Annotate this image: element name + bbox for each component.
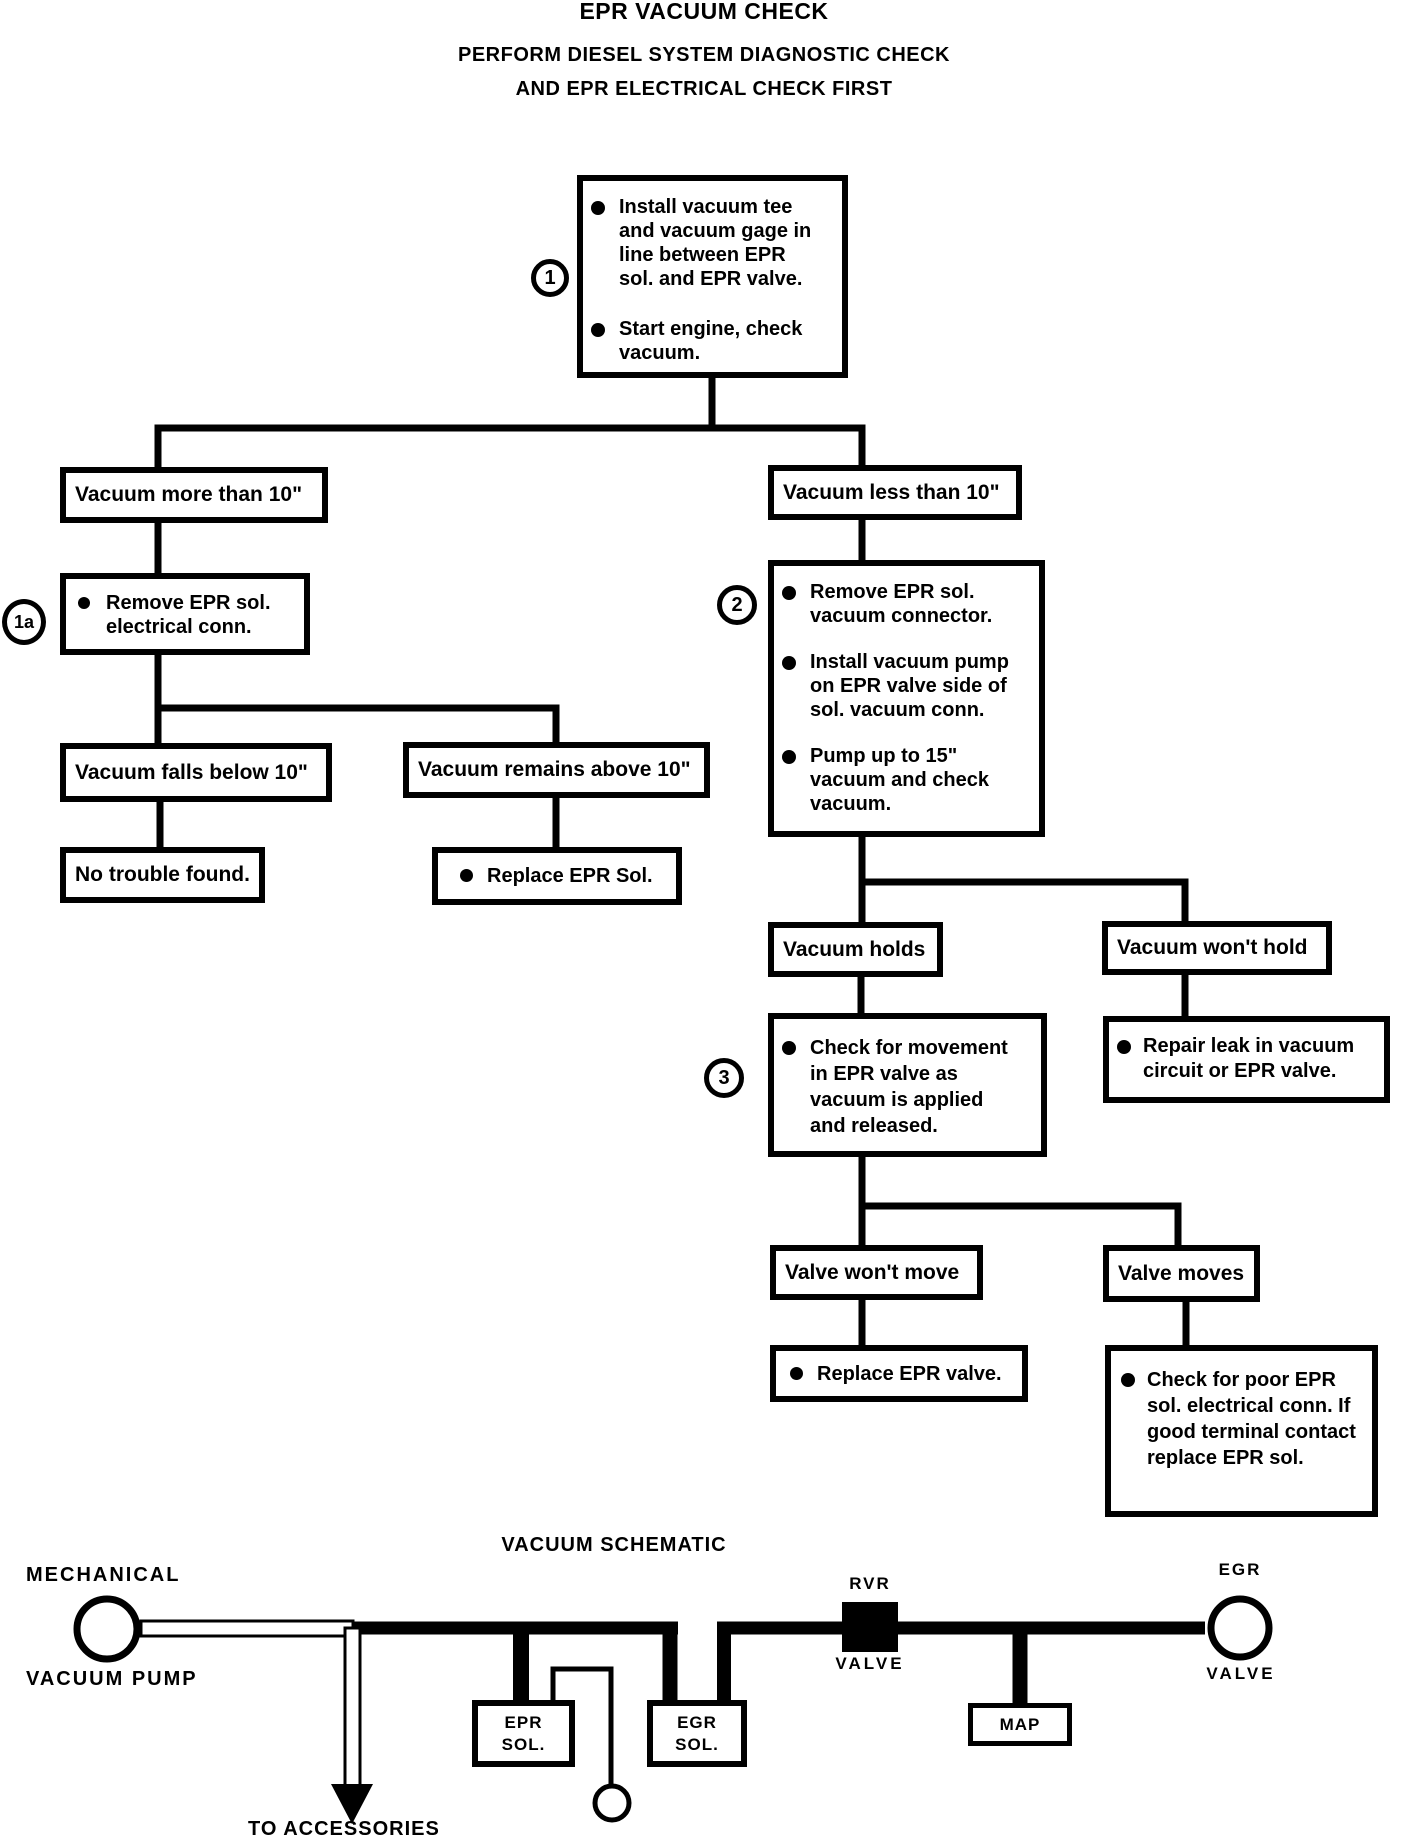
bullet-text: Install vacuum tee and vacuum gage in li…	[619, 196, 812, 290]
bullet-item: Start engine, check vacuum.	[585, 317, 838, 365]
bullet-icon	[1117, 1040, 1131, 1054]
schematic-title: VACUUM SCHEMATIC	[501, 1534, 727, 1556]
node-check-poor-conn: Check for poor EPR sol. electrical conn.…	[1105, 1345, 1378, 1517]
node-vacuum-wont-hold-label: Vacuum won't hold	[1117, 936, 1308, 959]
mechanical-label: MECHANICAL	[26, 1564, 181, 1586]
accessory-tube-vertical	[343, 1626, 362, 1792]
node-valve-moves: Valve moves	[1103, 1245, 1260, 1302]
connector-split-valve	[858, 1202, 1182, 1245]
bullet-icon	[790, 1366, 803, 1380]
connector-split-top	[154, 424, 866, 467]
step-badge-1: 1	[531, 259, 569, 297]
bullet-icon	[1121, 1373, 1135, 1387]
map-box: MAP	[968, 1703, 1072, 1746]
bullet-icon	[591, 201, 605, 215]
egr-valve-top-label: EGR	[1218, 1560, 1262, 1579]
bullet-text: Pump up to 15" vacuum and check vacuum.	[810, 745, 989, 815]
node-no-trouble: No trouble found.	[60, 847, 265, 903]
bullet-icon	[591, 323, 605, 337]
map-label: MAP	[999, 1714, 1041, 1734]
node-replace-sol: Replace EPR Sol.	[432, 847, 682, 905]
node-vacuum-falls: Vacuum falls below 10"	[60, 743, 332, 802]
bullet-text: Remove EPR sol. vacuum connector.	[810, 581, 993, 627]
page-subtitle-2: AND EPR ELECTRICAL CHECK FIRST	[515, 78, 893, 100]
bullet-item: Replace EPR Sol.	[438, 864, 676, 888]
node-vacuum-less: Vacuum less than 10"	[768, 465, 1022, 520]
node-step3-action: Check for movement in EPR valve as vacuu…	[768, 1013, 1047, 1157]
node-vacuum-more: Vacuum more than 10"	[60, 467, 328, 523]
connector-split-holds	[858, 878, 1189, 922]
bullet-item: Repair leak in vacuum circuit or EPR val…	[1111, 1034, 1382, 1084]
egr-valve-bottom-label: VALVE	[1206, 1664, 1276, 1683]
node-no-trouble-label: No trouble found.	[75, 863, 250, 886]
to-accessories-label: TO ACCESSORIES	[248, 1818, 440, 1840]
node-vacuum-less-label: Vacuum less than 10"	[783, 480, 1000, 504]
node-vacuum-holds: Vacuum holds	[768, 922, 943, 977]
node-valve-wont-move: Valve won't move	[770, 1245, 983, 1300]
bullet-icon	[782, 586, 796, 600]
node-valve-moves-label: Valve moves	[1118, 1261, 1245, 1285]
egr-sol-line1: EGR	[677, 1712, 717, 1732]
node-valve-wont-move-label: Valve won't move	[785, 1260, 960, 1284]
bullet-text: Repair leak in vacuum circuit or EPR val…	[1143, 1035, 1355, 1082]
bullet-item: Replace EPR valve.	[776, 1362, 1022, 1386]
node-step1-actions: Install vacuum tee and vacuum gage in li…	[577, 175, 848, 378]
accessory-arrowhead-icon	[331, 1784, 373, 1824]
bullet-icon	[782, 750, 796, 764]
accessory-tube-horizontal	[139, 1619, 355, 1638]
vacuum-pump-label: VACUUM PUMP	[26, 1668, 198, 1690]
step-badge-2-label: 2	[731, 593, 743, 616]
step-badge-1a: 1a	[2, 599, 46, 645]
epr-sol-box: EPR SOL.	[472, 1700, 575, 1767]
node-step1a-action: Remove EPR sol. electrical conn.	[60, 573, 310, 655]
bullet-text: Replace EPR Sol.	[487, 865, 653, 887]
connector-split-left	[154, 704, 560, 743]
epr-valve-port-icon	[592, 1783, 632, 1823]
epr-sol-line1: EPR	[504, 1712, 543, 1732]
egr-valve-icon	[1207, 1595, 1273, 1661]
bullet-text: Check for movement in EPR valve as vacuu…	[810, 1037, 1008, 1137]
bullet-item: Install vacuum tee and vacuum gage in li…	[585, 195, 838, 291]
bullet-item: Remove EPR sol. electrical conn.	[68, 591, 302, 639]
bullet-text: Replace EPR valve.	[817, 1362, 1002, 1385]
rvr-valve-label: VALVE	[835, 1654, 905, 1673]
bullet-text: Start engine, check vacuum.	[619, 318, 803, 364]
epr-hose-line	[550, 1666, 614, 1788]
node-vacuum-remains-label: Vacuum remains above 10"	[418, 758, 691, 781]
step-badge-1-label: 1	[544, 266, 556, 289]
page-title: EPR VACUUM CHECK	[579, 0, 829, 24]
bullet-icon	[460, 869, 473, 882]
bullet-text: Remove EPR sol. electrical conn.	[106, 592, 271, 638]
step-badge-2: 2	[717, 585, 757, 625]
epr-sol-line2: SOL.	[501, 1734, 546, 1754]
bullet-item: Check for poor EPR sol. electrical conn.…	[1113, 1367, 1370, 1471]
bullet-icon	[782, 1041, 796, 1055]
node-vacuum-falls-label: Vacuum falls below 10"	[75, 760, 308, 784]
bullet-icon	[78, 597, 90, 609]
node-step2-actions: Remove EPR sol. vacuum connector. Instal…	[768, 560, 1045, 837]
bullet-item: Pump up to 15" vacuum and check vacuum.	[776, 744, 1037, 816]
node-vacuum-more-label: Vacuum more than 10"	[75, 483, 303, 506]
node-repair-leak: Repair leak in vacuum circuit or EPR val…	[1103, 1016, 1390, 1103]
bullet-item: Remove EPR sol. vacuum connector.	[776, 580, 1037, 628]
bullet-icon	[782, 656, 796, 670]
step-badge-1a-label: 1a	[13, 611, 35, 632]
egr-sol-box: EGR SOL.	[647, 1700, 747, 1767]
node-vacuum-wont-hold: Vacuum won't hold	[1102, 921, 1332, 975]
node-vacuum-remains: Vacuum remains above 10"	[403, 742, 710, 798]
bullet-text: Install vacuum pump on EPR valve side of…	[810, 651, 1009, 721]
step-badge-3: 3	[704, 1058, 744, 1098]
bullet-item: Install vacuum pump on EPR valve side of…	[776, 650, 1037, 722]
node-vacuum-holds-label: Vacuum holds	[783, 937, 926, 961]
egr-sol-line2: SOL.	[675, 1734, 719, 1754]
page-subtitle-1: PERFORM DIESEL SYSTEM DIAGNOSTIC CHECK	[457, 44, 950, 66]
rvr-label: RVR	[849, 1574, 891, 1593]
rvr-valve-icon	[842, 1602, 898, 1652]
bullet-text: Check for poor EPR sol. electrical conn.…	[1147, 1369, 1356, 1469]
bullet-item: Check for movement in EPR valve as vacuu…	[776, 1035, 1039, 1139]
vacuum-pump-icon	[73, 1595, 141, 1663]
node-replace-valve: Replace EPR valve.	[770, 1345, 1028, 1402]
step-badge-3-label: 3	[718, 1066, 730, 1089]
